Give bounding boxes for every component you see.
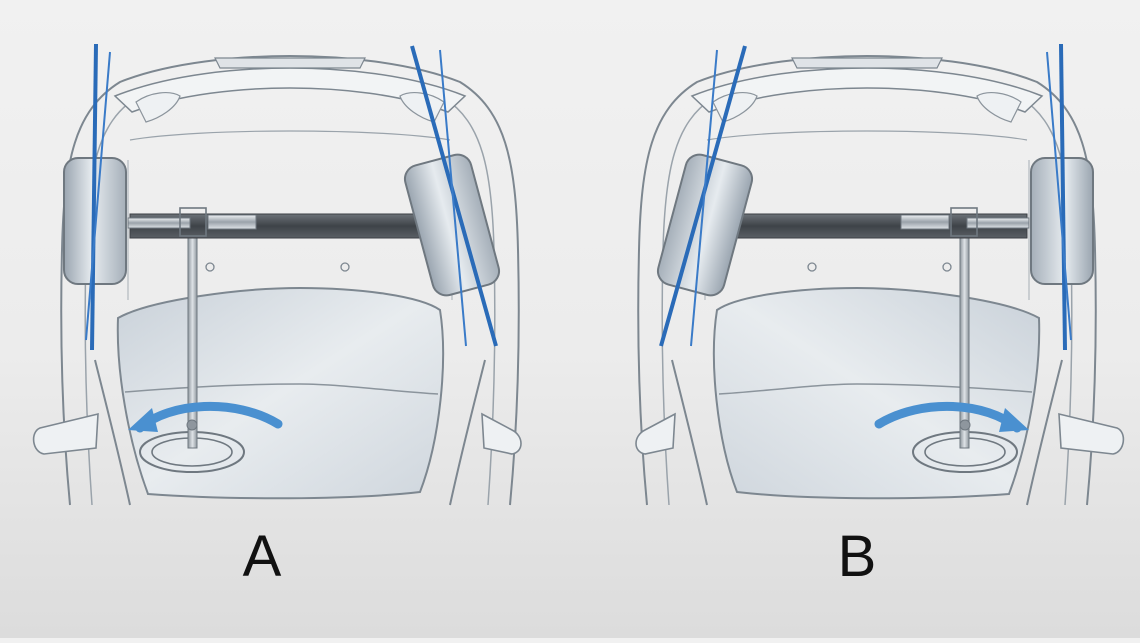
arrow-head-a <box>128 408 158 432</box>
blue-line-left-a-2 <box>85 51 111 341</box>
panel-label-a: A <box>242 524 282 589</box>
pinion-bracket-a <box>179 207 207 237</box>
blue-line-right-b-1 <box>1059 43 1067 351</box>
panel-b <box>635 43 1125 506</box>
blue-line-right-a-1 <box>410 45 498 347</box>
tie-rod-b <box>966 217 1030 229</box>
panel-a <box>32 43 522 506</box>
arrow-head-b <box>999 408 1029 432</box>
panel-label-b: B <box>837 524 877 589</box>
tie-rod-left-a <box>127 217 191 229</box>
wheel-left-b <box>656 153 754 297</box>
steering-column-a <box>187 215 198 449</box>
rack-sleeve-a <box>207 214 257 230</box>
pinion-bracket-b <box>950 207 978 237</box>
rack-sleeve-b <box>900 214 950 230</box>
steering-column-b <box>959 215 970 449</box>
blue-line-left-b-1 <box>659 45 747 347</box>
blue-line-right-a-2 <box>439 49 467 347</box>
blue-line-left-a-1 <box>90 43 98 351</box>
blue-line-right-b-2 <box>1046 51 1072 341</box>
blue-line-left-b-2 <box>690 49 718 347</box>
wheel-right-a <box>403 153 501 297</box>
